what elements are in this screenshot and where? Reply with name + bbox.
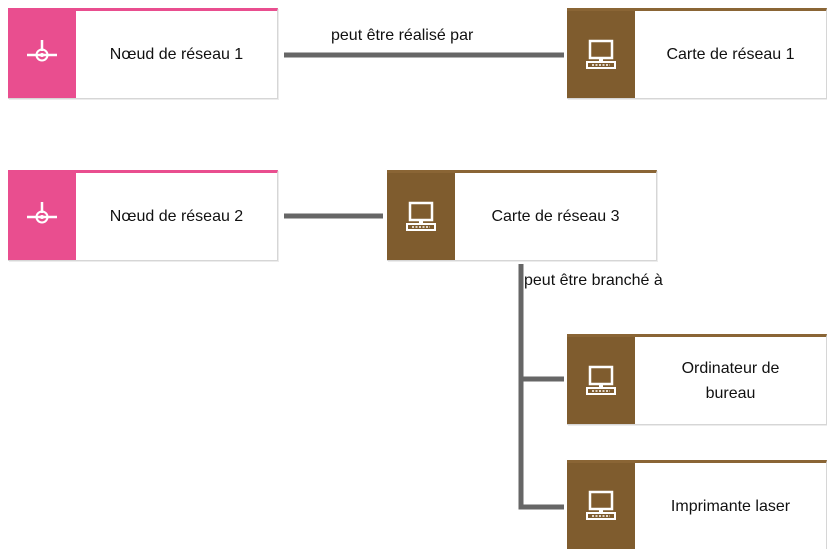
network-node-icon-box — [8, 173, 76, 260]
computer-icon-box — [567, 11, 635, 98]
node-label: Nœud de réseau 1 — [109, 46, 244, 63]
network-node-icon — [27, 39, 57, 61]
computer-icon-box — [387, 173, 455, 260]
network-card-1[interactable]: Carte de réseau 1 — [567, 8, 827, 99]
network-node-1[interactable]: Nœud de réseau 1 — [8, 8, 278, 99]
network-node-2[interactable]: Nœud de réseau 2 — [8, 170, 278, 261]
edge-label-can-be-connected-to: peut être branché à — [524, 272, 663, 289]
node-label: Carte de réseau 1 — [666, 46, 795, 63]
network-node-icon-box — [8, 11, 76, 98]
node-label: Carte de réseau 3 — [491, 208, 620, 225]
node-label: Nœud de réseau 2 — [109, 208, 244, 225]
laser-printer-node[interactable]: Imprimante laser — [567, 460, 827, 549]
node-label: Imprimante laser — [670, 497, 791, 515]
connector-card3-branch[interactable] — [518, 264, 564, 510]
computer-icon-box — [567, 337, 635, 424]
network-card-3[interactable]: Carte de réseau 3 — [387, 170, 657, 261]
node-label: Ordinateur de bureau — [681, 359, 780, 402]
network-node-icon — [27, 201, 57, 223]
computer-icon — [406, 201, 436, 231]
computer-icon-box — [567, 463, 635, 549]
desktop-computer-node[interactable]: Ordinateur de bureau — [567, 334, 827, 425]
computer-icon — [586, 490, 616, 520]
computer-icon — [586, 39, 616, 69]
computer-icon — [586, 365, 616, 395]
edge-label-realized-by: peut être réalisé par — [331, 27, 474, 44]
